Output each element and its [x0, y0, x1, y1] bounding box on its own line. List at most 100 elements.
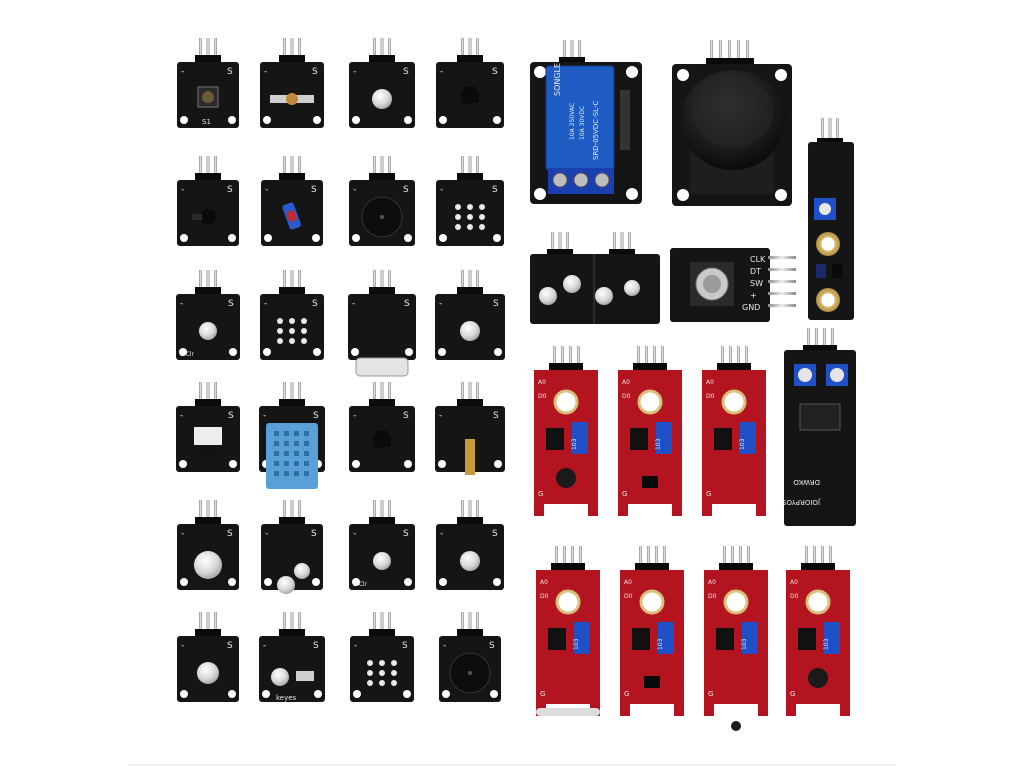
line-tracking-module — [808, 118, 854, 320]
pin-a0-label: A0 — [708, 579, 716, 586]
ground-pin-label: - — [180, 411, 183, 421]
ground-pin-label: - — [181, 185, 184, 195]
pin-a0-label: A0 — [538, 379, 546, 386]
pin-d0-label: D0 — [622, 393, 631, 400]
pin-g-label: G — [538, 490, 543, 498]
ground-pin-label: - — [353, 411, 356, 421]
ground-pin-label: - — [353, 67, 356, 77]
pot-label: 103 — [655, 438, 662, 450]
ground-pin-label: - — [180, 299, 183, 309]
black-module: S- — [261, 500, 323, 594]
signal-pin-label: S — [227, 641, 233, 651]
pin-g-label: G — [790, 690, 795, 698]
encoder-dt-label: DT — [750, 267, 761, 276]
avoid-label-2: JOIORPYOS — [782, 498, 821, 506]
pin-d0-label: D0 — [790, 593, 799, 600]
black-module: S- — [176, 382, 240, 472]
relay-model-text: SRD-05VDC-SL-C — [592, 101, 600, 160]
obstacle-avoid-module: DRWKO JOIORPYOS — [782, 328, 856, 526]
pin-a0-label: A0 — [540, 579, 548, 586]
ground-pin-label: - — [440, 67, 443, 77]
pin-g-label: G — [706, 490, 711, 498]
black-module-grid: S-S1S-S-S-S-S-S-S-S-3 ClrS-S-S-S-S-S-S-S… — [176, 38, 505, 702]
pin-g-label: G — [540, 690, 545, 698]
signal-pin-label: S — [228, 411, 234, 421]
pin-a0-label: A0 — [622, 379, 630, 386]
ground-pin-label: - — [354, 641, 357, 651]
encoder-vcc-label: + — [750, 291, 757, 300]
black-module: S- — [261, 156, 323, 246]
ground-pin-label: - — [181, 67, 184, 77]
signal-pin-label: S — [493, 299, 499, 309]
ground-pin-label: - — [265, 529, 268, 539]
pin-d0-label: D0 — [708, 593, 717, 600]
ground-pin-label: - — [265, 185, 268, 195]
ground-pin-label: - — [353, 185, 356, 195]
ground-pin-label: - — [440, 529, 443, 539]
ground-pin-label: - — [263, 641, 266, 651]
relay-module: SONGLE 10A 250VAC 10A 30VDC SRD-05VDC-SL… — [530, 40, 642, 204]
black-module: S- — [439, 612, 501, 702]
black-module: S- — [436, 156, 504, 246]
signal-pin-label: S — [402, 641, 408, 651]
red-module-grid: A0D0G103A0D0G103A0D0G103A0D0G103A0D0G103… — [534, 346, 850, 731]
black-module: S- — [436, 38, 504, 128]
encoder-sw-label: SW — [750, 279, 763, 288]
keyes-label: keyes — [276, 694, 297, 702]
black-module: S- — [435, 270, 505, 360]
signal-pin-label: S — [403, 185, 409, 195]
pot-label: 103 — [573, 638, 580, 650]
signal-pin-label: S — [493, 411, 499, 421]
signal-pin-label: S — [403, 67, 409, 77]
pin-a0-label: A0 — [790, 579, 798, 586]
signal-pin-label: S — [312, 299, 318, 309]
signal-pin-label: S — [313, 411, 319, 421]
signal-pin-label: S — [311, 529, 317, 539]
signal-pin-label: S — [313, 641, 319, 651]
pin-d0-label: D0 — [540, 593, 549, 600]
black-module: S- — [349, 156, 415, 246]
ground-pin-label: - — [181, 529, 184, 539]
black-module: S- — [260, 38, 324, 128]
black-module: S- — [349, 382, 415, 472]
black-module: S- — [177, 612, 239, 702]
signal-pin-label: S — [492, 67, 498, 77]
switch-label: S1 — [202, 118, 211, 126]
black-module: S-3 Clr — [176, 270, 240, 360]
signal-pin-label: S — [404, 299, 410, 309]
signal-pin-label: S — [312, 67, 318, 77]
black-module: S - keyes — [259, 612, 325, 702]
black-module: S- — [260, 270, 324, 360]
ground-pin-label: - — [439, 411, 442, 421]
encoder-gnd-label: GND — [742, 303, 760, 312]
ground-pin-label: - — [440, 185, 443, 195]
black-module: S- — [436, 500, 504, 590]
ground-pin-label: - — [264, 67, 267, 77]
relay-rating-a: 10A 250VAC — [569, 103, 576, 140]
signal-pin-label: S — [227, 185, 233, 195]
signal-pin-label: S — [489, 641, 495, 651]
ground-pin-label: - — [263, 411, 266, 421]
rgb-label: 3 Clr — [353, 581, 368, 588]
pin-g-label: G — [708, 690, 713, 698]
pot-label: 103 — [571, 438, 578, 450]
signal-pin-label: S — [228, 299, 234, 309]
pot-label: 103 — [741, 638, 748, 650]
pin-g-label: G — [624, 690, 629, 698]
black-module: S- — [435, 382, 505, 475]
pot-label: 103 — [657, 638, 664, 650]
ground-pin-label: - — [352, 299, 355, 309]
black-module: S-3 Clr — [349, 500, 415, 590]
pin-d0-label: D0 — [538, 393, 547, 400]
signal-pin-label: S — [492, 185, 498, 195]
rotary-encoder-module: CLK DT SW + GND — [670, 248, 796, 322]
black-module: S- — [350, 612, 414, 702]
pin-a0-label: A0 — [624, 579, 632, 586]
signal-pin-label: S — [403, 411, 409, 421]
